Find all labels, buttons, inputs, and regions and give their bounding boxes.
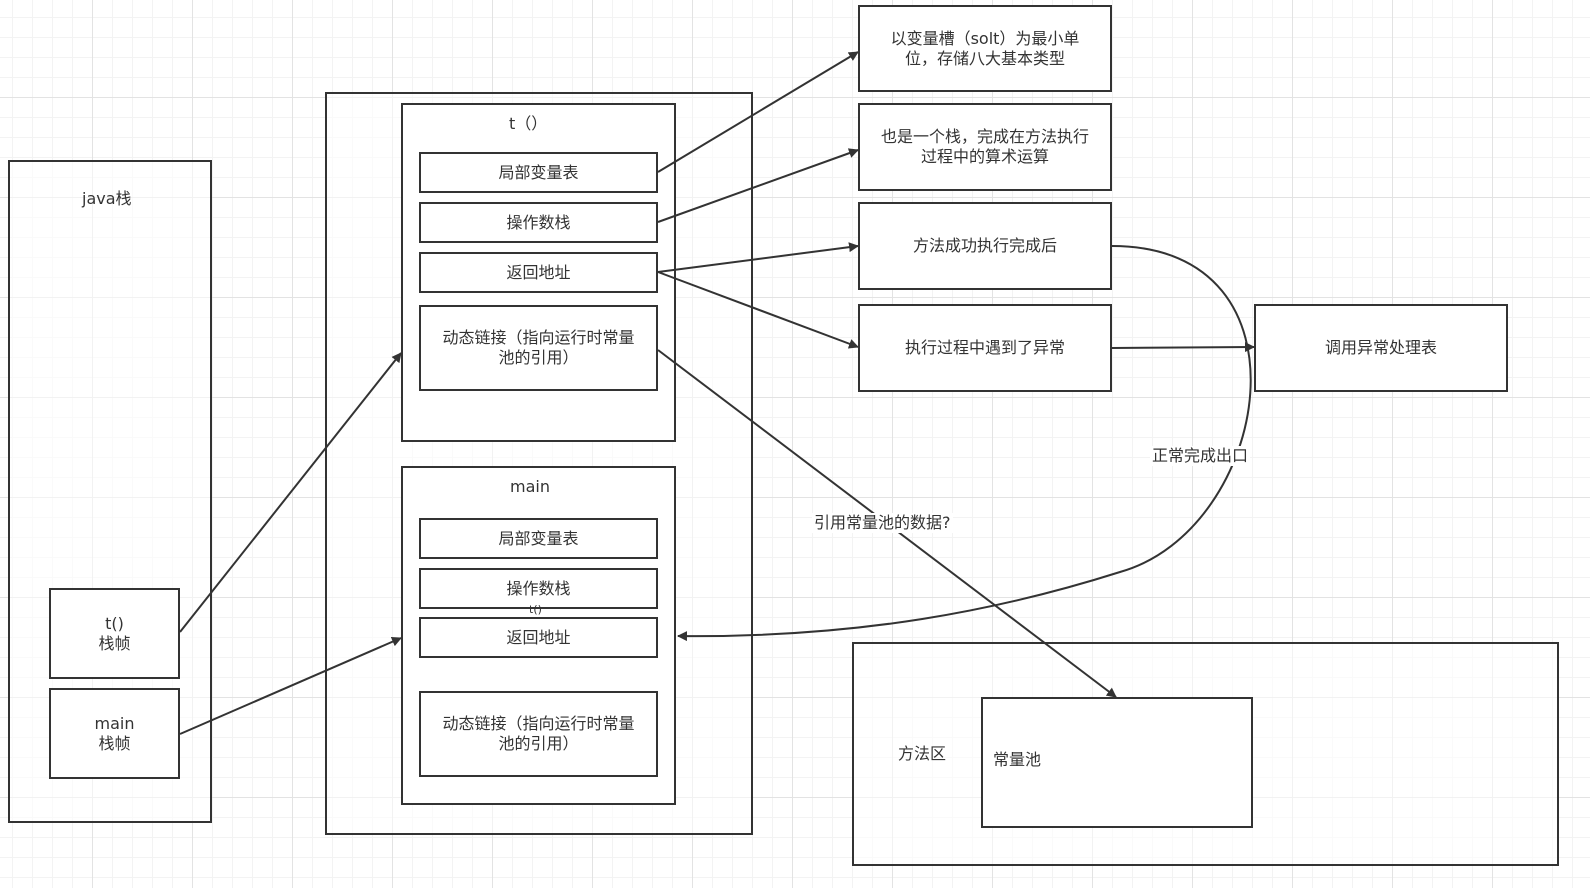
t-return-address: 返回地址 <box>419 252 658 293</box>
local-vars-note-line1: 以变量槽（solt）为最小单 <box>890 28 1080 48</box>
main-operand-stack-label: 操作数栈 <box>506 578 571 598</box>
t-return-address-label: 返回地址 <box>506 262 571 282</box>
exception-note-label: 执行过程中遇到了异常 <box>904 338 1065 357</box>
t-operand-stack-label: 操作数栈 <box>506 212 571 232</box>
operand-note-line2: 过程中的算术运算 <box>920 147 1049 166</box>
operand-note: 也是一个栈，完成在方法执行 过程中的算术运算 <box>858 103 1112 191</box>
exception-table-label: 调用异常处理表 <box>1324 338 1437 357</box>
main-local-vars-label: 局部变量表 <box>498 528 579 548</box>
main-frame-title: main <box>510 477 550 496</box>
local-vars-note-line2: 位，存储八大基本类型 <box>904 48 1065 68</box>
main-local-vars: 局部变量表 <box>419 518 658 559</box>
arrow-main-frame-to-main-box <box>179 636 402 735</box>
main-dynamic-link: 动态链接（指向运行时常量 池的引用） <box>419 691 658 777</box>
arrow-return-to-exception <box>657 271 859 349</box>
main-dynamic-link-line2: 池的引用） <box>498 734 579 753</box>
arrow-return-to-success <box>657 242 859 273</box>
local-vars-note: 以变量槽（solt）为最小单 位，存储八大基本类型 <box>858 5 1112 92</box>
arrow-t-frame-to-t-box <box>179 352 402 633</box>
main-return-address-label: 返回地址 <box>506 627 571 647</box>
t-local-vars: 局部变量表 <box>419 152 658 193</box>
java-stack-title: java栈 <box>82 189 132 208</box>
reference-pool-label: 引用常量池的数据? <box>812 513 953 533</box>
t-dynamic-link-line1: 动态链接（指向运行时常量 <box>442 328 635 347</box>
t-dynamic-link-line2: 池的引用） <box>498 348 579 367</box>
main-stray-label: t() <box>529 603 542 616</box>
normal-exit-label: 正常完成出口 <box>1150 446 1251 466</box>
method-area-title: 方法区 <box>898 744 947 763</box>
constant-pool-box <box>981 697 1253 828</box>
exception-note: 执行过程中遇到了异常 <box>858 304 1112 392</box>
t-operand-stack: 操作数栈 <box>419 202 658 243</box>
constant-pool-label: 常量池 <box>993 750 1042 769</box>
t-frame-title: t（） <box>509 114 548 133</box>
operand-note-line1: 也是一个栈，完成在方法执行 <box>880 127 1089 146</box>
main-operand-stack: 操作数栈 <box>419 568 658 609</box>
main-return-address: 返回地址 <box>419 617 658 658</box>
main-stack-frame-line2: 栈帧 <box>98 733 131 753</box>
t-dynamic-link: 动态链接（指向运行时常量 池的引用） <box>419 305 658 391</box>
t-local-vars-label: 局部变量表 <box>498 162 579 182</box>
t-stack-frame: t() 栈帧 <box>49 588 180 679</box>
t-stack-frame-line1: t() <box>105 613 124 633</box>
arrow-normal-exit-curve <box>677 245 1252 642</box>
main-dynamic-link-line1: 动态链接（指向运行时常量 <box>442 714 635 733</box>
main-stack-frame: main 栈帧 <box>49 688 180 779</box>
t-stack-frame-line2: 栈帧 <box>98 633 131 653</box>
exception-table-box: 调用异常处理表 <box>1254 304 1508 392</box>
arrow-local-vars-to-note <box>657 51 859 173</box>
arrow-exception-to-table <box>1111 342 1255 353</box>
success-note: 方法成功执行完成后 <box>858 202 1112 290</box>
main-stack-frame-line1: main <box>94 713 135 733</box>
success-note-label: 方法成功执行完成后 <box>912 236 1057 255</box>
arrow-operand-to-note <box>657 148 859 223</box>
